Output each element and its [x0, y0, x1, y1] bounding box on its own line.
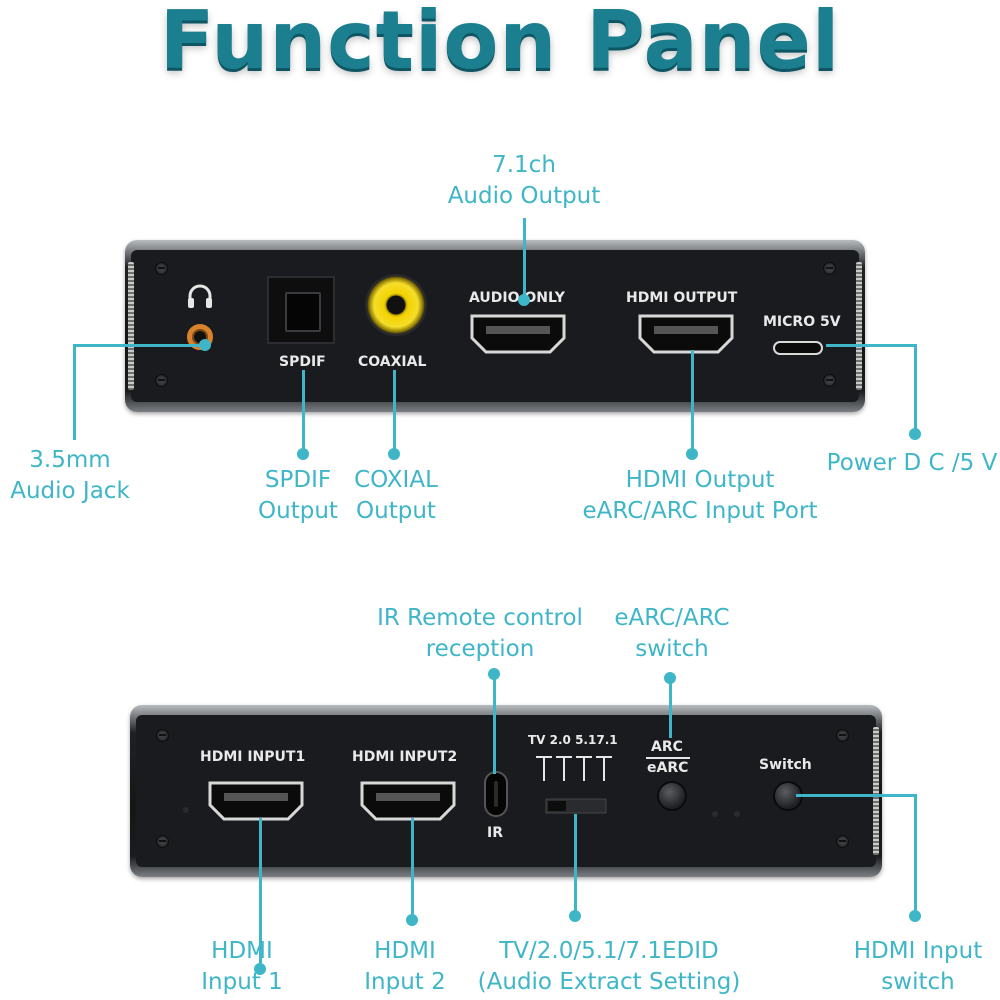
indicator-led [734, 811, 740, 817]
screw [155, 262, 168, 275]
ir-label: IR [487, 825, 503, 841]
callout-dot [909, 428, 921, 440]
bottom-panel: HDMI INPUT1 HDMI INPUT2 IR TV 2.0 5.17.1… [130, 705, 882, 877]
callout-hdmi-output: HDMI Output eARC/ARC Input Port [582, 467, 818, 524]
hdmi-output-port [638, 314, 734, 354]
spdif-label: SPDIF [279, 354, 326, 370]
hdmi-output-label: HDMI OUTPUT [626, 290, 738, 306]
callout-dot [686, 448, 698, 460]
earc-label: eARC [647, 760, 689, 776]
audio-only-label: AUDIO ONLY [469, 290, 565, 306]
hdmi-input2-label: HDMI INPUT2 [352, 749, 458, 765]
callout-power: Power D C /5 V [826, 450, 998, 476]
callout-dot [569, 910, 581, 922]
arc-divider [646, 757, 690, 759]
callout-dot [664, 672, 676, 684]
callout-input-switch: HDMI Input switch [853, 938, 983, 995]
switch-label: Switch [759, 757, 812, 773]
callout-earc-switch: eARC/ARC switch [614, 605, 730, 662]
indicator-led [183, 807, 189, 813]
callout-dot [909, 910, 921, 922]
callout-spdif-output: SPDIF Output [258, 467, 338, 524]
callout-dot [388, 448, 400, 460]
callout-coxial-output: COXIAL Output [354, 467, 438, 524]
hdmi-input1-label: HDMI INPUT1 [200, 749, 306, 765]
callout-hdmi-input1: HDMI Input 1 [201, 938, 283, 995]
spdif-port [267, 276, 335, 344]
screw [155, 374, 168, 387]
arc-label: ARC [651, 739, 683, 755]
coaxial-port [365, 274, 427, 336]
earc-arc-switch-button[interactable] [657, 781, 687, 811]
screw [823, 262, 836, 275]
indicator-led [712, 811, 718, 817]
callout-dot [406, 914, 418, 926]
screw [823, 374, 836, 387]
micro-usb-port [773, 341, 823, 355]
callout-edid: TV/2.0/5.1/7.1EDID (Audio Extract Settin… [477, 938, 741, 995]
callout-dot [199, 339, 211, 351]
callout-hdmi-input2: HDMI Input 2 [364, 938, 446, 995]
edid-dip-switch[interactable] [534, 751, 616, 821]
callout-ir-remote: IR Remote control reception [377, 605, 583, 662]
ir-receiver [484, 771, 508, 817]
screw [836, 835, 849, 848]
callout-audio-output: 7.1ch Audio Output [447, 152, 601, 209]
headphone-icon [188, 284, 212, 308]
top-panel: SPDIF COAXIAL AUDIO ONLY HDMI OUTPUT MIC… [125, 240, 865, 412]
hdmi-input1-port [208, 781, 304, 821]
hdmi-audio-only-port [470, 314, 566, 354]
coaxial-label: COAXIAL [358, 354, 427, 370]
screw [156, 729, 169, 742]
hdmi-input2-port [360, 781, 456, 821]
callout-dot [297, 448, 309, 460]
callout-dot [254, 963, 266, 975]
callout-dot [488, 668, 500, 680]
screw [836, 729, 849, 742]
screw [156, 835, 169, 848]
edid-label: TV 2.0 5.17.1 [528, 733, 618, 747]
callout-audio-jack: 3.5mm Audio Jack [10, 447, 130, 504]
micro-5v-label: MICRO 5V [763, 314, 841, 330]
callout-dot [518, 294, 530, 306]
page-title: Function Panel [159, 0, 841, 87]
